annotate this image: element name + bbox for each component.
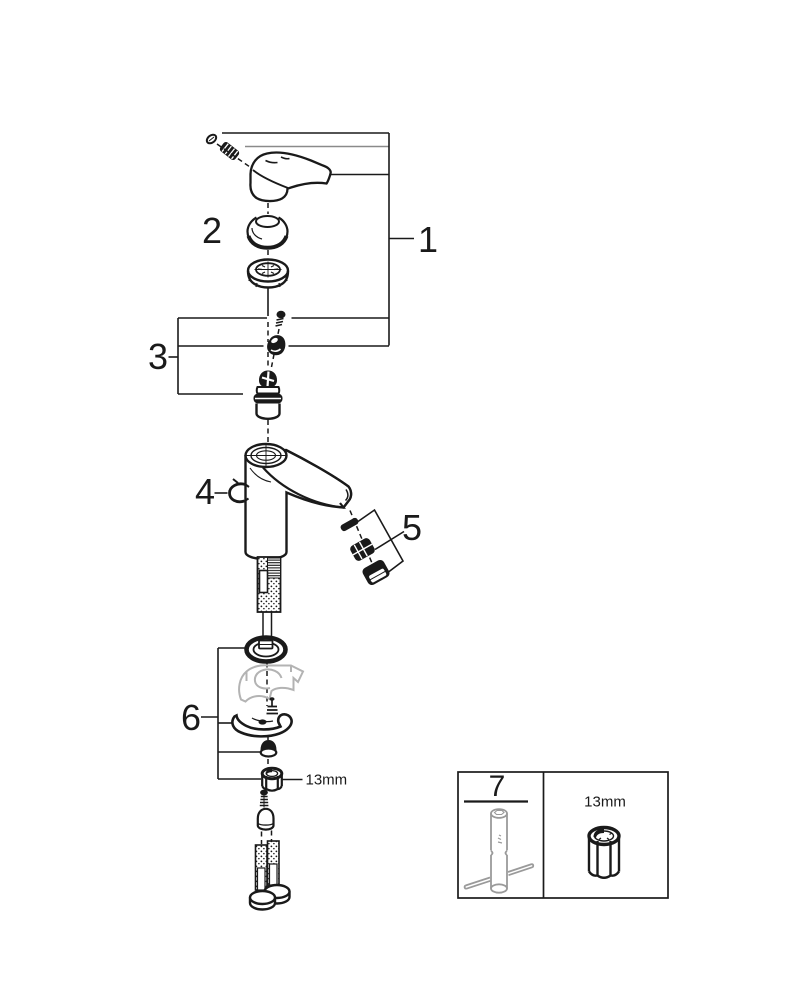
part-label-4: 4	[195, 471, 215, 512]
bearing-ring-drawing	[246, 258, 290, 316]
part-label-1: 1	[418, 219, 438, 260]
part6-callout-bracket	[201, 647, 262, 780]
part1-callout-bracket	[222, 132, 414, 346]
shank-and-hoses	[256, 556, 282, 644]
part3-callout-bracket	[168, 317, 389, 395]
dome-nut-drawing	[259, 739, 278, 766]
hex-nut-drawing	[260, 766, 303, 792]
tool-info-box	[457, 771, 669, 899]
cartridge-drawing	[253, 370, 283, 442]
part5-callout-bracket	[357, 508, 405, 575]
part-label-2: 2	[202, 210, 222, 251]
hex-adapter-drawing	[587, 825, 621, 879]
cap-ring-drawing	[246, 215, 289, 257]
part-label-7: 7	[489, 770, 506, 803]
socket-tool-drawing	[463, 808, 535, 894]
mounting-screw	[259, 789, 269, 808]
part-label-6: 6	[181, 697, 201, 738]
drain-clip-drawing	[231, 697, 293, 741]
tool-size-label: 13mm	[584, 794, 626, 811]
escutcheon-ring-drawing	[244, 635, 288, 706]
aerator-washer	[340, 517, 359, 532]
aerator-core	[350, 538, 375, 561]
aerator-housing	[362, 559, 390, 586]
handle-set-screw	[205, 133, 256, 172]
part-label-3: 3	[148, 336, 168, 377]
part-label-5: 5	[402, 507, 422, 548]
retaining-clip-drawing	[214, 478, 250, 504]
aerator-set	[340, 508, 405, 586]
rubber-cone	[256, 807, 275, 844]
stud-base-feet	[248, 883, 291, 911]
hex-nut-size-callout: 13mm	[306, 772, 348, 789]
cartridge-adapter	[267, 335, 286, 369]
drain-body-ghost	[238, 664, 305, 703]
mounting-studs	[254, 840, 280, 891]
lever-handle-drawing	[249, 151, 332, 214]
